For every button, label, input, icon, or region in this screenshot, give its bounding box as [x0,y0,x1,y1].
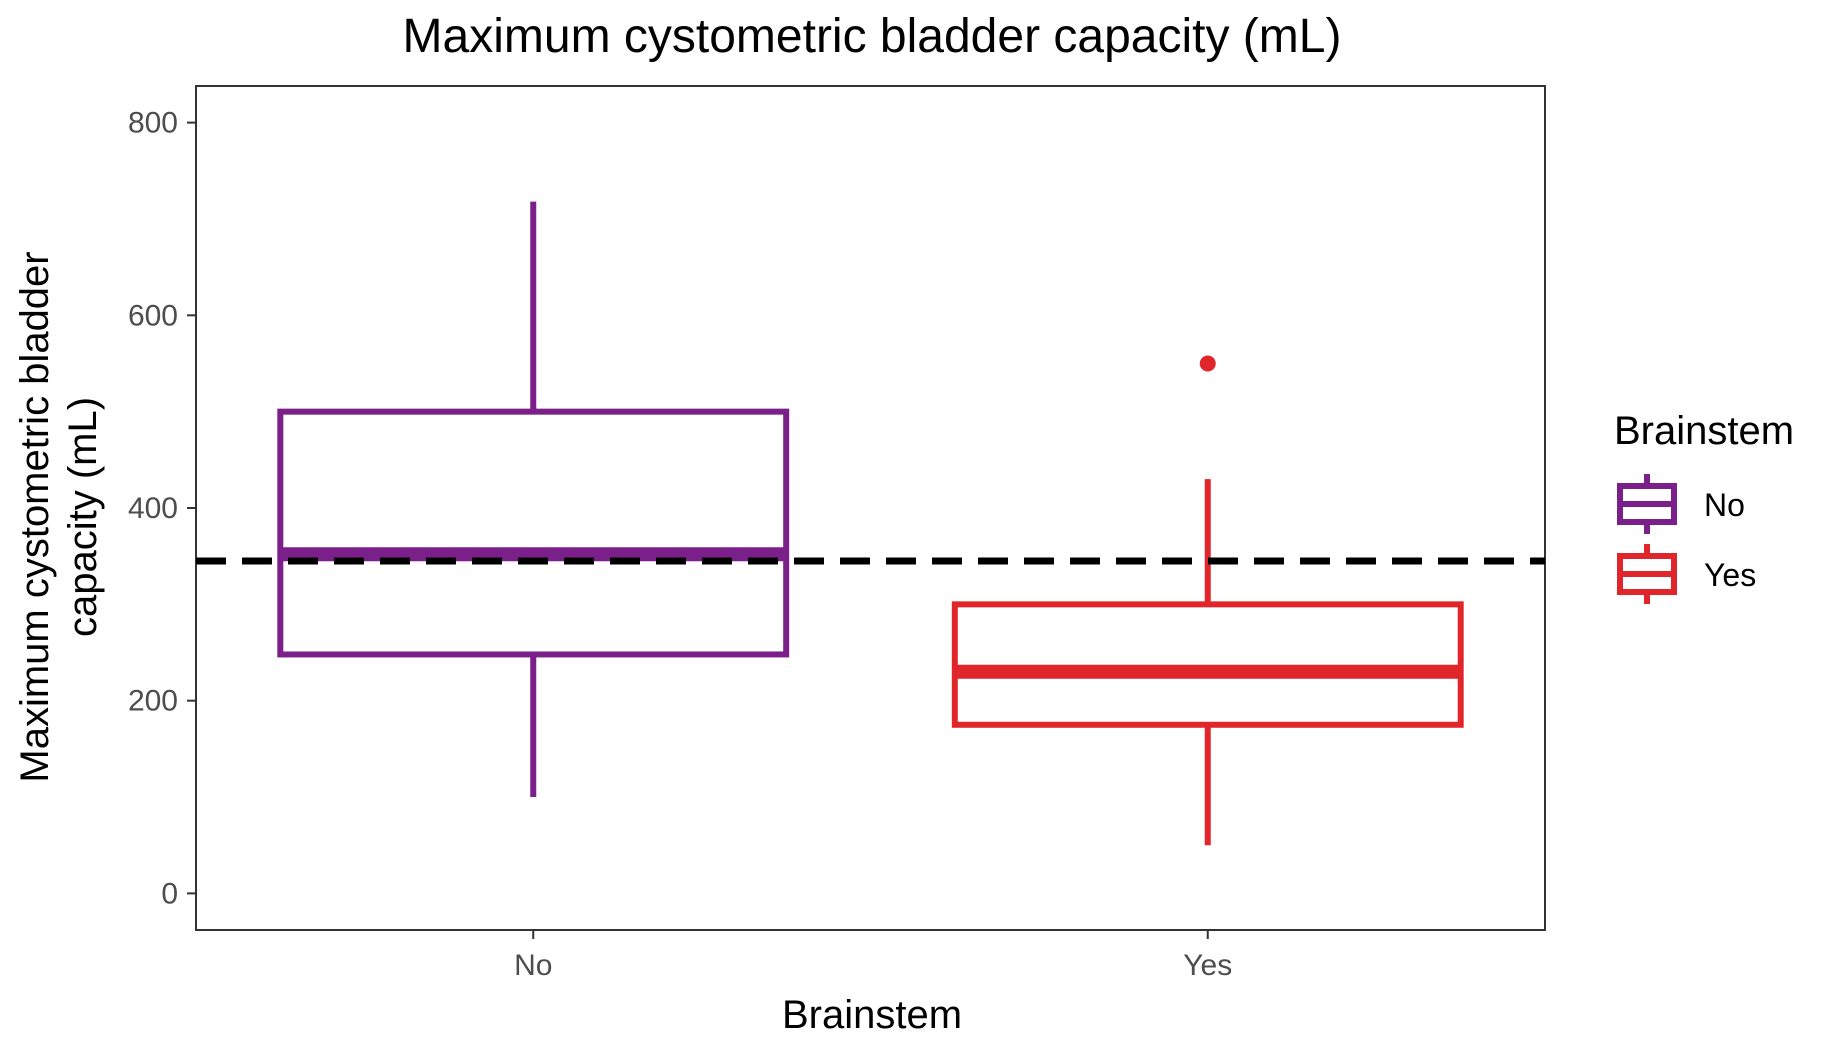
chart-title: Maximum cystometric bladder capacity (mL… [403,10,1342,63]
outlier-yes-0 [1199,355,1216,372]
boxplots [277,201,1464,846]
x-axis: No Yes [514,930,1232,982]
y-tick-label-600: 600 [128,299,178,332]
y-tick-label-400: 400 [128,492,178,525]
y-tick-label-800: 800 [128,107,178,140]
y-axis-title-line-2: capacity (mL) [61,397,105,637]
x-tick-label-no: No [514,949,552,982]
legend-label-no: No [1704,487,1745,523]
x-axis-title: Brainstem [782,993,962,1037]
legend-title: Brainstem [1614,409,1794,453]
box-no [277,408,790,658]
y-axis-title-line-1: Maximum cystometric bladder [13,251,57,782]
y-tick-label-0: 0 [161,877,178,910]
x-tick-label-yes: Yes [1183,949,1232,982]
box-yes [951,601,1464,728]
legend-label-yes: Yes [1704,557,1756,593]
y-tick-label-200: 200 [128,685,178,718]
y-axis: 0 200 400 600 800 [128,107,196,910]
